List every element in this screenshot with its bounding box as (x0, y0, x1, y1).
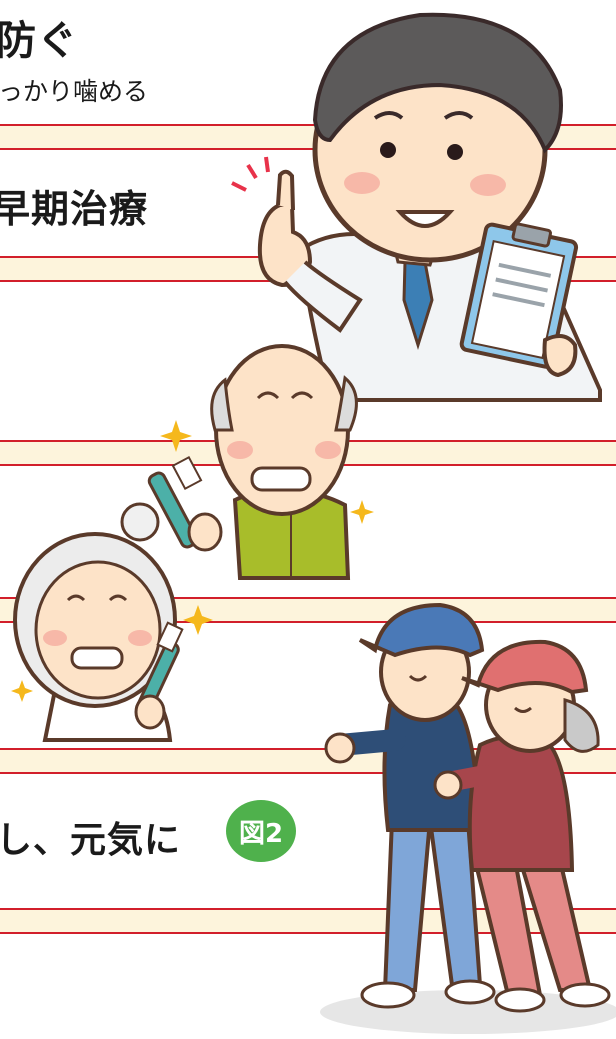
elderly-woman-toothbrush-illustration (11, 502, 213, 742)
elderly-man-toothbrush-illustration (147, 344, 374, 580)
heading-early-treatment: 早期治療 (0, 187, 149, 231)
elderly-couple-walking-illustration (320, 602, 616, 1034)
doctor-illustration (231, 12, 602, 402)
subheading-chew: っかり噛める (0, 77, 149, 106)
heading-healthy: し、元気に (0, 820, 182, 861)
figure-badge: 図2 (226, 800, 296, 862)
heading-prevent: 防ぐ (0, 18, 78, 64)
